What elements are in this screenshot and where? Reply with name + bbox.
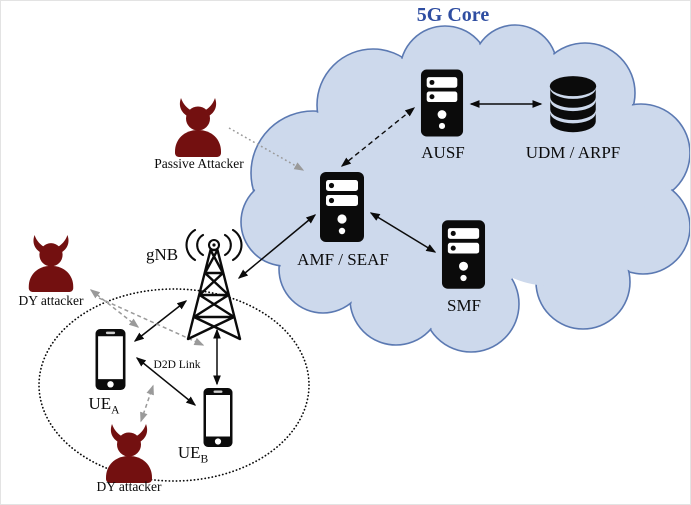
ue-a-label: UEA — [88, 394, 120, 417]
d2d-link-label: D2D Link — [153, 359, 201, 371]
arrow-amf-smf — [369, 212, 437, 253]
arrow-dytop-uea-link — [89, 289, 140, 328]
arrow-dybottom-d2d-link — [140, 384, 154, 423]
ausf-label: AUSF — [421, 143, 465, 162]
smf-server-icon — [441, 220, 486, 289]
gnb-tower-icon — [185, 229, 243, 341]
ue-a-phone-icon — [95, 329, 126, 390]
arrow-amf-ausf-dashed — [340, 107, 416, 167]
dy-attacker-top-label: DY attacker — [18, 293, 84, 308]
ausf-server-icon — [420, 69, 464, 137]
arrow-gnb-amf — [237, 214, 317, 279]
dy-attacker-bottom-label: DY attacker — [96, 479, 162, 494]
passive-attacker-label: Passive Attacker — [154, 156, 244, 171]
arrow-uea-gnb — [133, 300, 188, 342]
arrow-uea-ueb-d2d — [135, 357, 197, 406]
udm-arpf-database-icon — [549, 76, 597, 133]
arrow-passive-attacker-amf — [228, 127, 305, 171]
udm-arpf-label: UDM / ARPF — [525, 143, 621, 162]
cloud-title: 5G Core — [416, 4, 490, 26]
dy-attacker-bottom-icon — [106, 424, 152, 483]
amf-seaf-label: AMF / SEAF — [297, 250, 389, 269]
arrow-dytop-ueb-link — [98, 297, 205, 346]
passive-attacker-icon — [175, 98, 221, 157]
ue-b-label: UEB — [177, 443, 209, 466]
smf-label: SMF — [446, 296, 482, 315]
ue-b-phone-icon — [203, 388, 233, 447]
diagram-arrows — [89, 100, 543, 423]
gnb-label: gNB — [145, 245, 179, 264]
dy-attacker-top-icon — [28, 234, 74, 292]
d2d-area-ellipse — [38, 288, 310, 482]
amf-seaf-server-icon — [320, 172, 364, 242]
